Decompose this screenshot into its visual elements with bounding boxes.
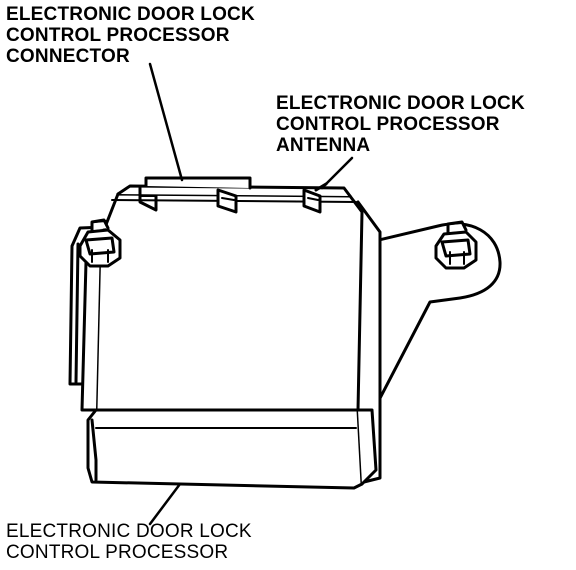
processor-base bbox=[86, 408, 378, 490]
left-hex-nut bbox=[78, 218, 122, 268]
processor-label: ELECTRONIC DOOR LOCK CONTROL PROCESSOR bbox=[6, 521, 252, 563]
antenna-label-line2: CONTROL PROCESSOR bbox=[276, 114, 500, 135]
leader-connector bbox=[148, 62, 184, 182]
connector-label: ELECTRONIC DOOR LOCK CONTROL PROCESSOR C… bbox=[6, 4, 255, 67]
antenna-label-line1: ELECTRONIC DOOR LOCK bbox=[276, 93, 525, 114]
processor-top-face bbox=[94, 192, 364, 412]
connector-label-line2: CONTROL PROCESSOR bbox=[6, 25, 230, 46]
antenna-label-line3: ANTENNA bbox=[276, 135, 371, 156]
processor-connector bbox=[138, 176, 252, 214]
connector-label-line1: ELECTRONIC DOOR LOCK bbox=[6, 4, 255, 25]
right-mounting-bracket bbox=[360, 222, 502, 404]
processor-label-line1: ELECTRONIC DOOR LOCK bbox=[6, 521, 252, 542]
right-hex-nut bbox=[434, 220, 478, 270]
processor-antenna-tab bbox=[302, 182, 328, 214]
connector-label-line3: CONNECTOR bbox=[6, 46, 130, 67]
leader-processor bbox=[148, 482, 182, 526]
leader-antenna bbox=[320, 156, 354, 190]
antenna-label: ELECTRONIC DOOR LOCK CONTROL PROCESSOR A… bbox=[276, 93, 525, 156]
processor-label-line2: CONTROL PROCESSOR bbox=[6, 542, 229, 563]
